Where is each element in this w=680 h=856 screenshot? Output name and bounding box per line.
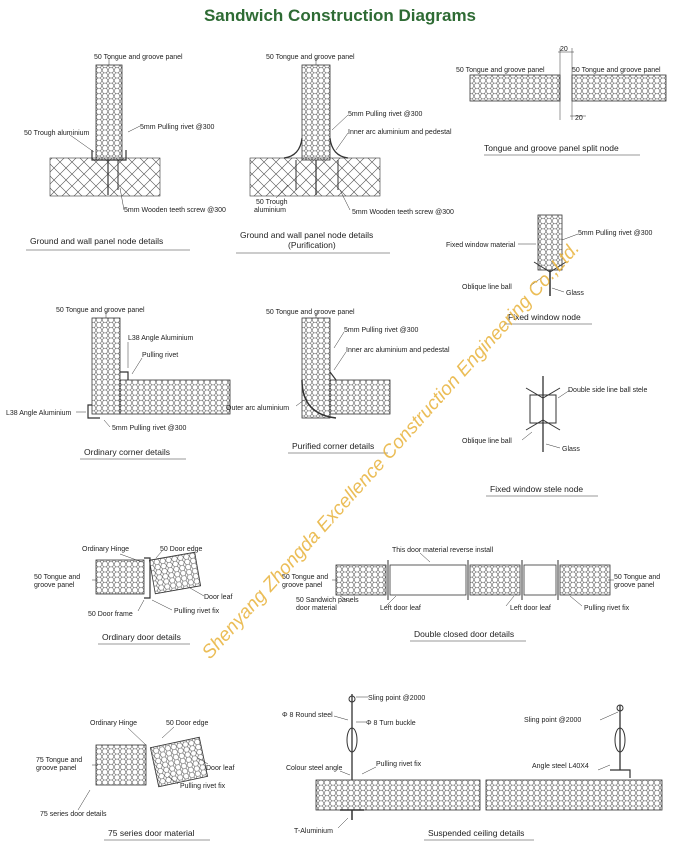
split-dim-1: 20 <box>560 46 568 53</box>
dbl-label-1: This door material reverse install <box>392 547 494 554</box>
purified-corner-detail: 50 Tongue and groove panel 5mm Pulling r… <box>226 309 450 454</box>
ceil-label-3: Φ 8 Turn buckle <box>366 720 416 727</box>
d75-caption: 75 series door material <box>108 828 195 838</box>
ground-wall-caption: Ground and wall panel node details <box>30 236 163 246</box>
window-stele-detail: Double side line ball stele Oblique line… <box>462 376 647 497</box>
page-title: Sandwich Construction Diagrams <box>203 6 477 25</box>
purif-label-5: aluminium <box>254 207 286 214</box>
d75-label-6: Pulling rivet fix <box>180 783 226 790</box>
trough-aluminium <box>91 150 127 161</box>
stele-label-1: Double side line ball stele <box>568 387 647 394</box>
dbl-label-3: groove panel <box>282 582 323 589</box>
ceil-label-6: T-Aluminium <box>294 828 333 835</box>
door-label-2: 50 Door edge <box>160 546 203 553</box>
corner-label-1: 50 Tongue and groove panel <box>56 307 145 314</box>
purcorner-label-1: 50 Tongue and groove panel <box>266 309 355 316</box>
ceil-label-4: Colour steel angle <box>286 765 343 772</box>
purif-label-1: 50 Tongue and groove panel <box>266 54 355 61</box>
wall-panel <box>301 64 331 161</box>
d75-label-3: 75 Tongue and <box>36 757 82 764</box>
watermark-text: Shenyang Zhongda Excellence Construction… <box>198 238 584 663</box>
dbl-label-4: 50 Sandwich panels <box>296 597 359 604</box>
wall-panel <box>95 64 123 161</box>
ground-wall-label-1: 50 Tongue and groove panel <box>94 54 183 61</box>
d75-label-7: 75 series door details <box>40 811 107 818</box>
split-caption: Tongue and groove panel split node <box>484 143 619 153</box>
split-dim-2: 20 <box>575 115 583 122</box>
stele-label-2: Oblique line ball <box>462 438 512 445</box>
dbl-label-9: 50 Tongue and <box>614 574 660 581</box>
door-label-3: 50 Tongue and <box>34 574 80 581</box>
ceil-label-8: Angle steel L40X4 <box>532 763 589 770</box>
dbl-label-2: 50 Tongue and <box>282 574 328 581</box>
floor-hatch <box>249 157 381 197</box>
purif-caption: Ground and wall panel node details <box>240 230 373 240</box>
window-caption: Fixed window node <box>508 312 581 322</box>
split-label-1: 50 Tongue and groove panel <box>456 67 545 74</box>
purif-label-6: 5mm Wooden teeth screw @300 <box>352 209 454 216</box>
ground-wall-label-2: 50 Trough aluminium <box>24 130 90 137</box>
ceil-label-2: Φ 8 Round steel <box>282 712 333 719</box>
purcorner-label-2: 5mm Pulling rivet @300 <box>344 327 419 334</box>
purcorner-caption: Purified corner details <box>292 441 374 451</box>
fixed-window-detail: Fixed window material 5mm Pulling rivet … <box>446 214 653 325</box>
ground-wall-label-4: 5mm Wooden teeth screw @300 <box>124 207 226 214</box>
ceil-label-1: Sling point @2000 <box>368 695 425 702</box>
window-label-1: Fixed window material <box>446 242 516 249</box>
window-label-2: 5mm Pulling rivet @300 <box>578 230 653 237</box>
ordinary-door-detail: Ordinary Hinge 50 Door edge 50 Tongue an… <box>34 546 232 645</box>
dbl-caption: Double closed door details <box>414 629 514 639</box>
corner-label-2: L38 Angle Aluminium <box>128 335 194 342</box>
corner-label-3: Pulling rivet <box>142 352 178 359</box>
dbl-label-7: Left door leaf <box>510 605 551 612</box>
ground-wall-label-3: 5mm Pulling rivet @300 <box>140 124 215 131</box>
dbl-label-5: door material <box>296 605 337 612</box>
door-label-4: groove panel <box>34 582 75 589</box>
purif-label-4: 50 Trough <box>256 199 288 206</box>
door75-detail: Ordinary Hinge 50 Door edge 75 Tongue an… <box>36 720 234 841</box>
stele-caption: Fixed window stele node <box>490 484 583 494</box>
dbl-label-6: Left door leaf <box>380 605 421 612</box>
door-label-1: Ordinary Hinge <box>82 546 129 553</box>
dbl-label-8: Pulling rivet fix <box>584 605 630 612</box>
window-label-3: Oblique line ball <box>462 284 512 291</box>
ceiling-detail: Sling point @2000 Φ 8 Round steel Φ 8 Tu… <box>282 694 663 841</box>
purcorner-label-3: Inner arc aluminium and pedestal <box>346 347 450 354</box>
ceil-caption: Suspended ceiling details <box>428 828 524 838</box>
double-door-detail: This door material reverse install 50 To… <box>282 547 660 642</box>
split-label-2: 50 Tongue and groove panel <box>572 67 661 74</box>
door-label-5: Door leaf <box>204 594 232 601</box>
ordinary-corner-detail: 50 Tongue and groove panel L38 Angle Alu… <box>6 307 231 460</box>
door-caption: Ordinary door details <box>102 632 181 642</box>
d75-label-2: 50 Door edge <box>166 720 209 727</box>
purcorner-label-4: Outer arc aluminium <box>226 405 289 412</box>
d75-label-5: Door leaf <box>206 765 234 772</box>
purif-caption-2: (Purification) <box>288 240 336 250</box>
door-label-6: 50 Door frame <box>88 611 133 618</box>
split-node-detail: 20 20 50 Tongue and groove panel 50 Tong… <box>456 46 667 156</box>
ground-wall-purif-detail: 50 Tongue and groove panel 5mm Pulling r… <box>236 54 454 254</box>
floor-hatch <box>49 157 161 197</box>
ceil-label-7: Sling point @2000 <box>524 717 581 724</box>
purif-label-3: Inner arc aluminium and pedestal <box>348 129 452 136</box>
d75-label-1: Ordinary Hinge <box>90 720 137 727</box>
ground-wall-detail: 50 Tongue and groove panel 50 Trough alu… <box>24 54 226 251</box>
corner-label-5: 5mm Pulling rivet @300 <box>112 425 187 432</box>
door-label-7: Pulling rivet fix <box>174 608 220 615</box>
dbl-label-10: groove panel <box>614 582 655 589</box>
purif-label-2: 5mm Pulling rivet @300 <box>348 111 423 118</box>
corner-label-4: L38 Angle Aluminium <box>6 410 72 417</box>
ceil-label-5: Pulling rivet fix <box>376 761 422 768</box>
d75-label-4: groove panel <box>36 765 77 772</box>
window-label-4: Glass <box>566 290 584 297</box>
stele-label-3: Glass <box>562 446 580 453</box>
corner-caption: Ordinary corner details <box>84 447 170 457</box>
